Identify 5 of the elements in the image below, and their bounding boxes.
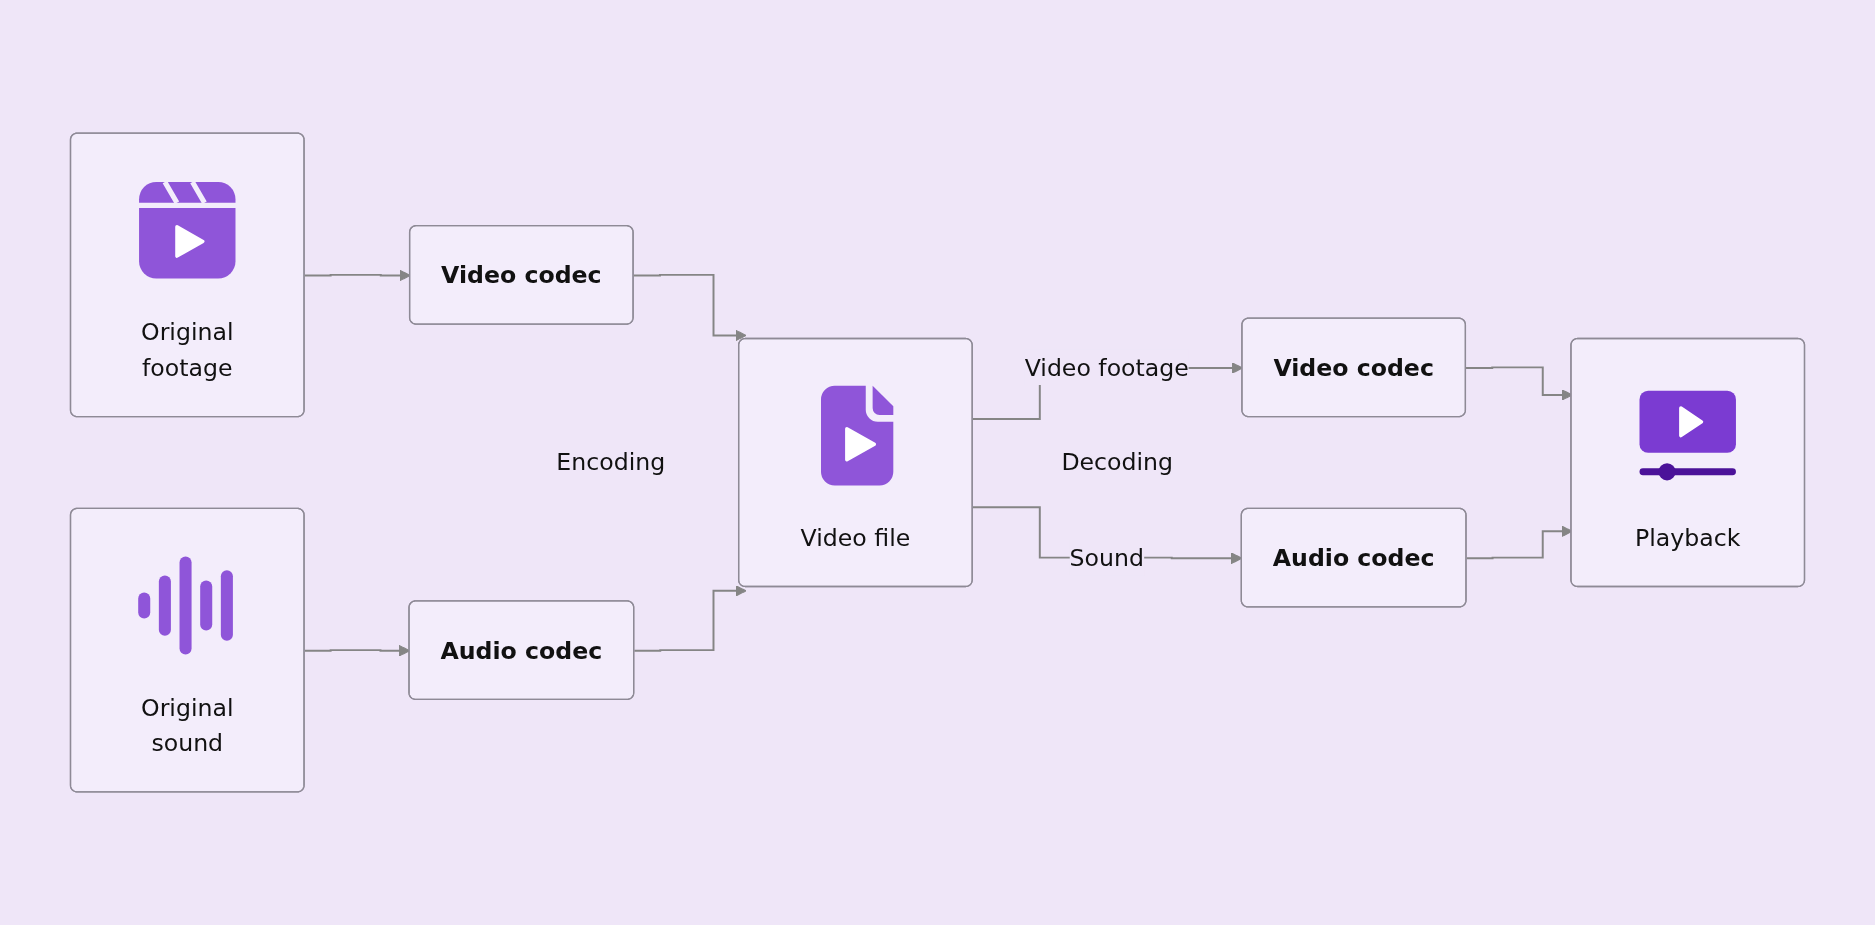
edge-label: Sound xyxy=(1069,543,1144,572)
stage-label: Decoding xyxy=(1061,448,1174,477)
arrow xyxy=(633,585,747,652)
edge-label: Video footage xyxy=(1024,353,1189,382)
stage-label: Encoding xyxy=(556,448,666,477)
